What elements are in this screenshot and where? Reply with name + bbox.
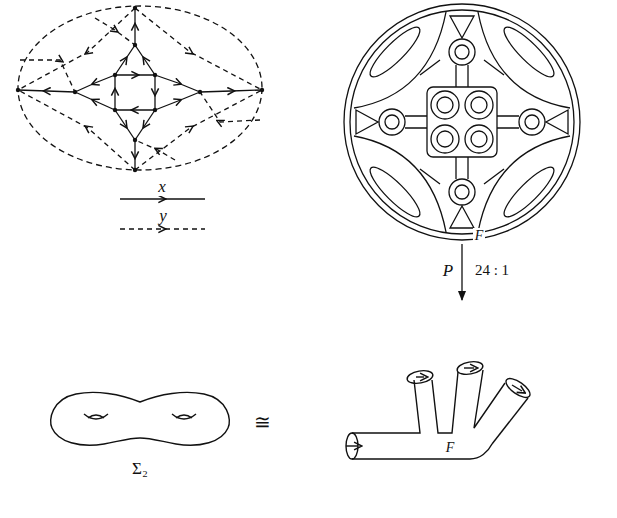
covering-surface (344, 4, 580, 300)
graph-figure (16, 6, 264, 229)
tube-surface (346, 360, 533, 459)
region-label: F (473, 228, 486, 244)
covering-degree: 24 : 1 (473, 262, 511, 279)
edge-symbol: y (157, 206, 169, 225)
genus-two-surface (51, 392, 230, 445)
region-label: F (444, 440, 457, 456)
map-name: P (441, 261, 455, 280)
surface-name: Σ₂ (130, 459, 150, 478)
relation-symbol: ≅ (252, 411, 273, 433)
edge-symbol: x (156, 177, 168, 196)
